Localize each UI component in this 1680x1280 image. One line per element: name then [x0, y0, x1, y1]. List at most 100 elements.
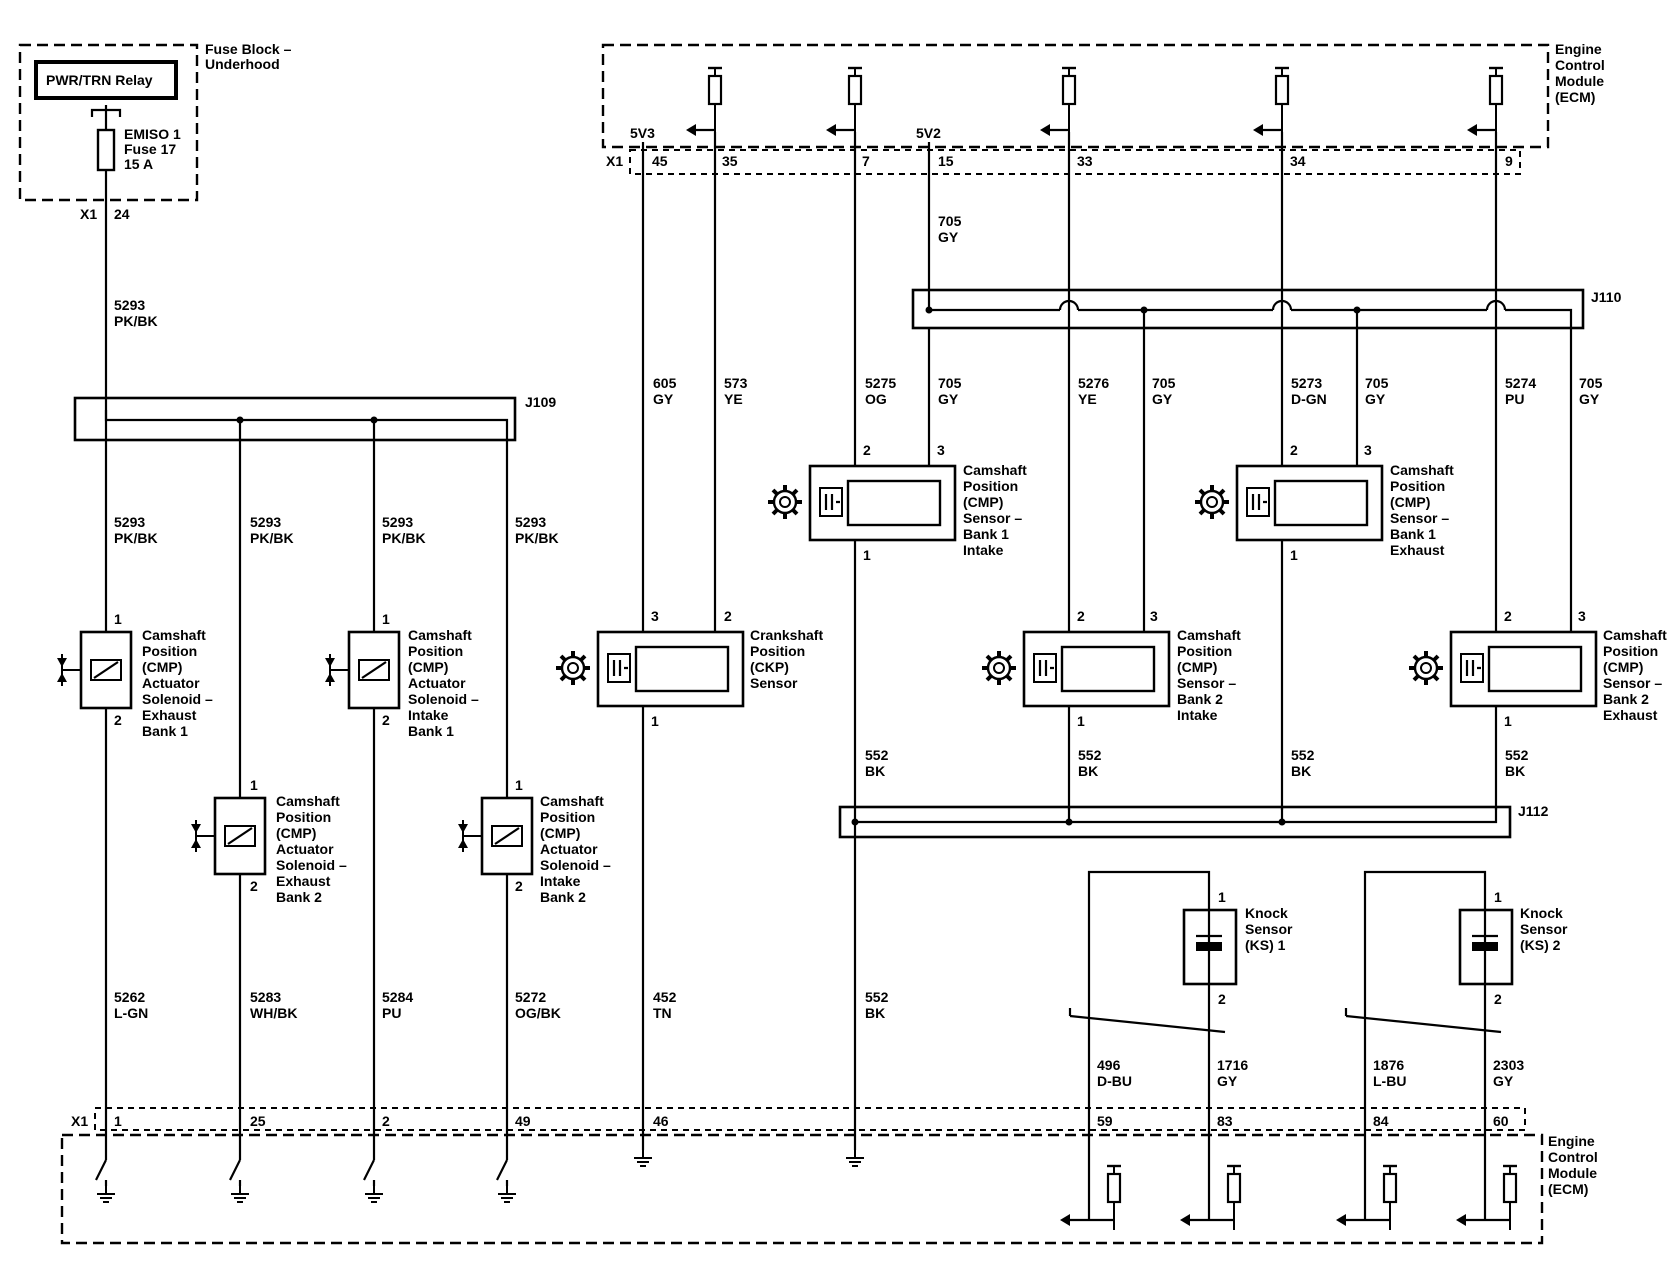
wire-circuit: 452	[653, 989, 677, 1005]
component-label: Intake	[963, 542, 1004, 558]
component-label: Knock	[1245, 905, 1288, 921]
wire-circuit: 5293	[250, 514, 281, 530]
pin-label: 1	[651, 713, 659, 729]
pin-label: 33	[1077, 153, 1093, 169]
wire-color: PK/BK	[114, 530, 158, 546]
target-wheel-icon	[1193, 483, 1231, 521]
component-label: Position	[1390, 478, 1445, 494]
target-wheel-icon	[554, 649, 592, 687]
ecm-label: Control	[1555, 57, 1605, 73]
pin-label: 2	[1494, 991, 1502, 1007]
cmp-sensor-bank2-exhaust: 2 3 1 Camshaft Position (CMP) Sensor – B…	[1407, 608, 1667, 729]
fuse-number: Fuse 17	[124, 141, 176, 157]
component-label: Camshaft	[1603, 627, 1667, 643]
wire-circuit: 705	[1152, 375, 1176, 391]
wire-color: D-BU	[1097, 1073, 1132, 1089]
pin-label: 1	[863, 547, 871, 563]
wire-circuit: 552	[1291, 747, 1315, 763]
wire-circuit: 496	[1097, 1057, 1121, 1073]
wire-color: GY	[1217, 1073, 1238, 1089]
wire-color: PK/BK	[114, 313, 158, 329]
wire-color: GY	[653, 391, 674, 407]
splice-j109: J109	[73, 394, 556, 442]
component-label: Position	[1177, 643, 1232, 659]
wire-color: YE	[724, 391, 743, 407]
pin-label: 3	[1578, 608, 1586, 624]
pin-label: 1	[515, 777, 523, 793]
wire-circuit: 5293	[114, 297, 145, 313]
wire-circuit: 705	[1579, 375, 1603, 391]
knock-sensor-1: 1 2 Knock Sensor (KS) 1	[1068, 870, 1293, 1150]
wire-circuit: 705	[938, 375, 962, 391]
component-label: Sensor	[1245, 921, 1293, 937]
component-label: (CMP)	[963, 494, 1003, 510]
component-label: Exhaust	[1603, 707, 1658, 723]
fuse-name: EMISO 1	[124, 126, 181, 142]
pin-label: 83	[1217, 1113, 1233, 1129]
component-label: Camshaft	[142, 627, 206, 643]
wire-color: WH/BK	[250, 1005, 297, 1021]
wire-circuit: 1876	[1373, 1057, 1404, 1073]
component-label: (CMP)	[276, 825, 316, 841]
component-label: Intake	[1177, 707, 1218, 723]
component-label: Position	[276, 809, 331, 825]
component-label: Exhaust	[142, 707, 197, 723]
relay-label: PWR/TRN Relay	[46, 72, 153, 88]
wire-circuit: 5262	[114, 989, 145, 1005]
connector-name: X1	[71, 1113, 88, 1129]
wire-color: BK	[865, 763, 885, 779]
splice-label: J110	[1591, 289, 1622, 305]
wire-color: BK	[1505, 763, 1525, 779]
connector-name: X1	[606, 153, 623, 169]
component-label: Camshaft	[963, 462, 1027, 478]
component-label: Actuator	[142, 675, 200, 691]
pin-label: 35	[722, 153, 738, 169]
wire-color: OG/BK	[515, 1005, 561, 1021]
pin-label: 1	[114, 1113, 122, 1129]
fuse-block-subtitle: Underhood	[205, 56, 280, 72]
pin-label: 2	[724, 608, 732, 624]
component-label: Bank 1	[142, 723, 188, 739]
component-label: Bank 1	[1390, 526, 1436, 542]
wire-color: L-BU	[1373, 1073, 1406, 1089]
pin-label: 2	[863, 442, 871, 458]
component-label: Knock	[1520, 905, 1563, 921]
component-label: Position	[1603, 643, 1658, 659]
splice-label: J109	[525, 394, 556, 410]
ecm-label: (ECM)	[1548, 1181, 1588, 1197]
wire-color: YE	[1078, 391, 1097, 407]
component-label: Camshaft	[276, 793, 340, 809]
component-label: Exhaust	[1390, 542, 1445, 558]
pin-label: 3	[1150, 608, 1158, 624]
pin-label: 2	[382, 712, 390, 728]
wire-color: GY	[1493, 1073, 1514, 1089]
wire-color: GY	[1365, 391, 1386, 407]
fuse-block: PWR/TRN Relay Fuse Block – Underhood EMI…	[18, 41, 292, 222]
wire-circuit: 5284	[382, 989, 413, 1005]
component-label: Solenoid –	[142, 691, 213, 707]
ecm-label: Module	[1555, 73, 1604, 89]
wire-color: OG	[865, 391, 887, 407]
wire-circuit: 5283	[250, 989, 281, 1005]
ecm-bottom: X1 1 25 2 49 46 59 83 84 60 Engine Contr…	[60, 1107, 1598, 1245]
wire-color: GY	[1152, 391, 1173, 407]
pin-label: 1	[1504, 713, 1512, 729]
ecm-label: Control	[1548, 1149, 1598, 1165]
solenoid-exhaust-bank1: 1 2 Camshaft Position (CMP) Actuator Sol…	[56, 611, 213, 739]
pin-label: 1	[114, 611, 122, 627]
pin-label: 3	[937, 442, 945, 458]
component-label: (KS) 2	[1520, 937, 1561, 953]
component-label: Camshaft	[1390, 462, 1454, 478]
component-label: Bank 2	[1177, 691, 1223, 707]
component-label: (CMP)	[1390, 494, 1430, 510]
pin-label: 59	[1097, 1113, 1113, 1129]
fuse-pin: 24	[114, 206, 130, 222]
wire-color: BK	[865, 1005, 885, 1021]
cmp-sensor-bank2-intake: 2 3 1 Camshaft Position (CMP) Sensor – B…	[980, 608, 1241, 729]
pin-label: 2	[382, 1113, 390, 1129]
ecm-drivers	[95, 1149, 865, 1203]
wire-circuit: 5275	[865, 375, 896, 391]
wire-color: GY	[938, 229, 959, 245]
pin-label: 2	[114, 712, 122, 728]
